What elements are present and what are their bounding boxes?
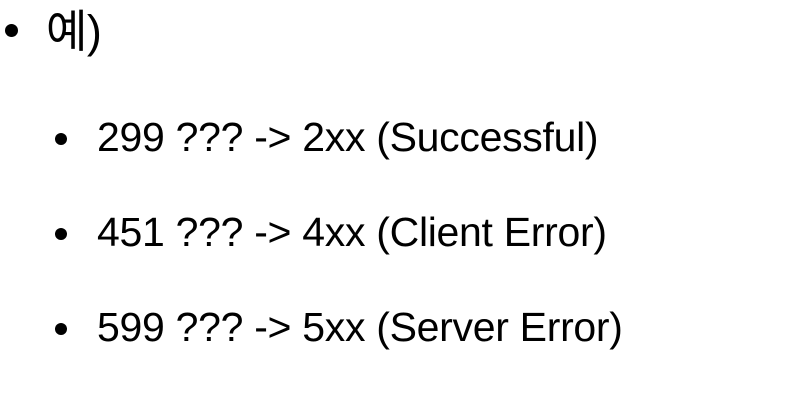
- bullet-list-level2: 299 ??? -> 2xx (Successful) 451 ??? -> 4…: [0, 112, 810, 397]
- bullet-text-status-5xx: 599 ??? -> 5xx (Server Error): [97, 304, 623, 350]
- bullet-text-status-2xx: 299 ??? -> 2xx (Successful): [97, 114, 599, 160]
- bullet-dot-icon: [5, 24, 18, 37]
- bullet-marker-level2: [0, 207, 97, 240]
- bullet-text-status-4xx: 451 ??? -> 4xx (Client Error): [97, 209, 607, 255]
- bullet-item-status-4xx: 451 ??? -> 4xx (Client Error): [0, 207, 810, 302]
- bullet-marker-level2: [0, 112, 97, 145]
- bullet-dot-icon: [55, 133, 67, 145]
- bullet-dot-icon: [55, 323, 67, 335]
- bullet-item-status-5xx: 599 ??? -> 5xx (Server Error): [0, 302, 810, 397]
- bullet-item-status-2xx: 299 ??? -> 2xx (Successful): [0, 112, 810, 207]
- bullet-text-level1: 예): [46, 6, 102, 57]
- bullet-marker-level1: [0, 6, 46, 37]
- bullet-marker-level2: [0, 302, 97, 335]
- bullet-dot-icon: [55, 228, 67, 240]
- bullet-item-level1: 예): [0, 6, 102, 58]
